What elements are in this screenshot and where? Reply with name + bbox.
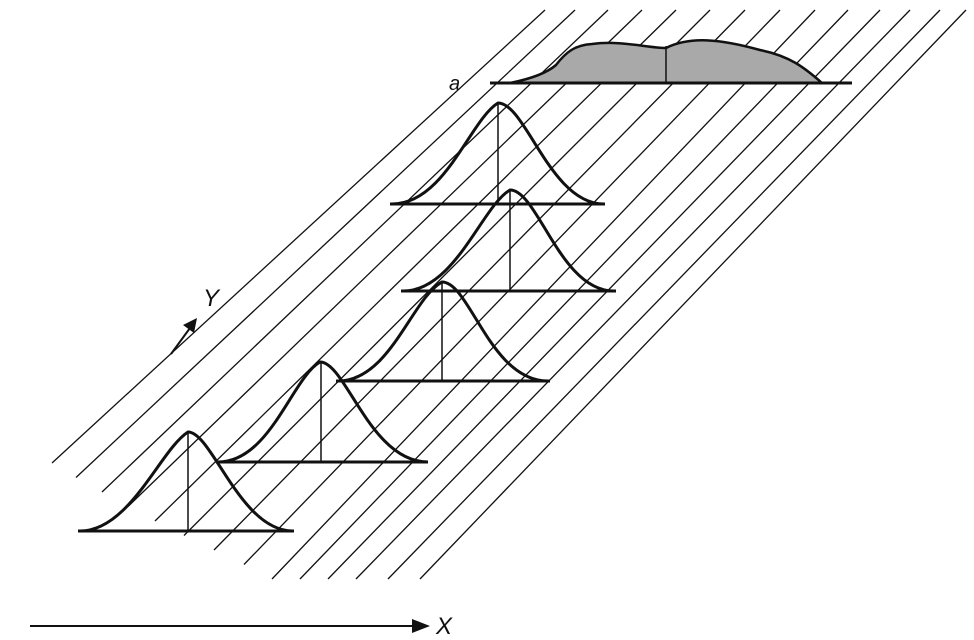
- diagonal-line-7: [213, 9, 746, 551]
- x-axis-arrowhead: [412, 619, 430, 633]
- axes: X Y a: [30, 73, 460, 640]
- curves: [78, 39, 852, 533]
- diagonal-line-2: [75, 9, 576, 478]
- distribution-curve-4: [401, 188, 616, 293]
- distribution-curve-2: [216, 360, 429, 464]
- distribution-curve-3: [336, 280, 550, 383]
- diagonal-line-3: [101, 9, 609, 493]
- diagonal-line-14: [419, 9, 967, 580]
- y-axis-line: [170, 327, 191, 355]
- diagonal-line-12: [355, 9, 911, 580]
- diagonal-line-8: [243, 9, 781, 565]
- diagonal-line-1: [51, 9, 546, 464]
- diagonal-line-4: [127, 9, 643, 507]
- diagonal-line-10: [299, 9, 849, 580]
- x-axis-label: X: [435, 613, 453, 640]
- diagonal-line-11: [327, 9, 881, 580]
- distribution-curve-1: [78, 430, 294, 533]
- diagonal-lines: [51, 9, 967, 580]
- cumulative-label: a: [449, 73, 460, 95]
- distribution-curve-5: [390, 101, 605, 206]
- y-axis-label: Y: [203, 285, 221, 312]
- diagonal-line-9: [271, 9, 816, 580]
- curve-1-outline: [79, 430, 293, 533]
- curve-2-outline: [217, 360, 429, 464]
- curve-3-outline: [337, 280, 549, 383]
- diagonal-line-13: [387, 9, 941, 580]
- cumulative-curve-a: [490, 39, 852, 85]
- y-axis-arrowhead: [183, 318, 197, 333]
- diagonal-line-6: [183, 9, 711, 536]
- diagonal-line-5: [154, 9, 677, 522]
